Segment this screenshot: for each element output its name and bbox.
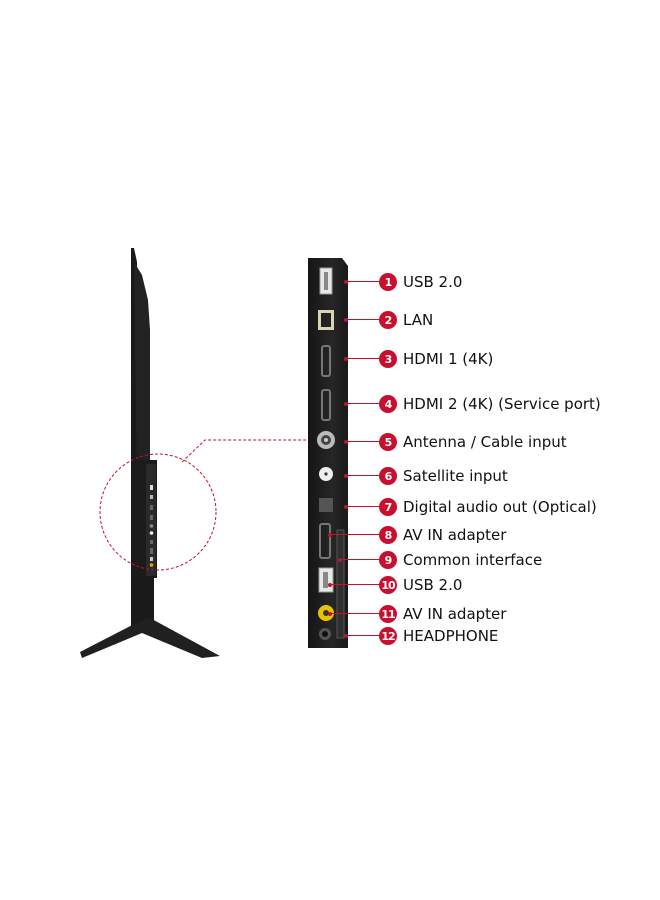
port-label-1: 1 USB 2.0	[379, 272, 462, 292]
port-name: HEADPHONE	[403, 627, 499, 645]
port-name: HDMI 2 (4K) (Service port)	[403, 395, 601, 413]
port-label-3: 3 HDMI 1 (4K)	[379, 349, 493, 369]
number-badge: 6	[379, 467, 397, 485]
port-name: AV IN adapter	[403, 605, 507, 623]
port-name: USB 2.0	[403, 273, 463, 291]
port-name: Common interface	[403, 551, 543, 569]
port-label-7: 7 Digital audio out (Optical)	[379, 497, 597, 517]
port-name: AV IN adapter	[403, 526, 507, 544]
port-label-10: 10 USB 2.0	[379, 575, 462, 595]
number-badge: 5	[379, 433, 397, 451]
port-label-2: 2 LAN	[379, 310, 433, 330]
number-badge: 3	[379, 350, 397, 368]
port-label-11: 11 AV IN adapter	[379, 604, 506, 624]
number-badge: 7	[379, 498, 397, 516]
port-label-8: 8 AV IN adapter	[379, 525, 506, 545]
number-badge: 11	[379, 605, 397, 623]
port-label-9: 9 Common interface	[379, 550, 542, 570]
port-name: USB 2.0	[403, 576, 463, 594]
port-name: Digital audio out (Optical)	[403, 498, 597, 516]
port-icons	[317, 267, 345, 640]
port-label-12: 12 HEADPHONE	[379, 626, 498, 646]
port-name: LAN	[403, 311, 434, 329]
port-name: Satellite input	[403, 467, 508, 485]
number-badge: 2	[379, 311, 397, 329]
number-badge: 10	[379, 576, 397, 594]
number-badge: 9	[379, 551, 397, 569]
port-label-4: 4 HDMI 2 (4K) (Service port)	[379, 394, 601, 414]
number-badge: 4	[379, 395, 397, 413]
port-label-5: 5 Antenna / Cable input	[379, 432, 567, 452]
number-badge: 8	[379, 526, 397, 544]
number-badge: 12	[379, 627, 397, 645]
port-label-6: 6 Satellite input	[379, 466, 508, 486]
port-name: HDMI 1 (4K)	[403, 350, 494, 368]
number-badge: 1	[379, 273, 397, 291]
port-name: Antenna / Cable input	[403, 433, 567, 451]
